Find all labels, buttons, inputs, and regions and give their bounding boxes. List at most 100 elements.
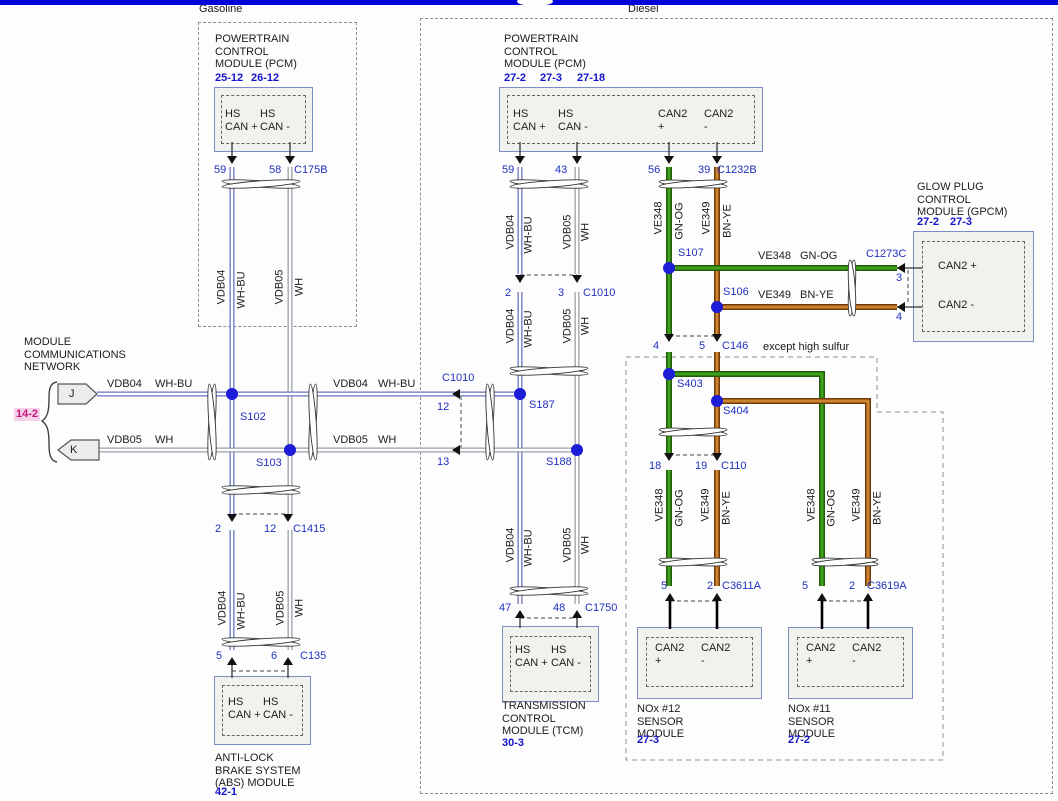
wire-label-gn-og: GN-OG <box>673 489 686 527</box>
abs-terminal-0: HS CAN + <box>228 696 261 721</box>
gpcm-terminal-0: CAN2 + <box>938 260 977 272</box>
wire-label-vdb05: VDB05 <box>561 308 574 344</box>
pin-c1273c-3: 3 <box>896 272 903 284</box>
nox11-terminal-1: CAN2 - <box>852 642 882 667</box>
wire-label-wh-bu: WH-BU <box>522 216 535 254</box>
connector-label-c135: C135 <box>300 650 327 662</box>
gpcm-terminal-1: CAN2 - <box>938 299 975 311</box>
wire-label-bn-ye: BN-YE <box>721 204 734 238</box>
pin-c110-18: 18 <box>649 460 662 472</box>
pin-c1010-3: 3 <box>558 287 565 299</box>
nox12-terminal-1: CAN2 - <box>701 642 731 667</box>
pin-c1232b-59: 59 <box>502 164 515 176</box>
pin-c135-6: 6 <box>271 650 278 662</box>
pcm-diesel-terminal-1: HS CAN - <box>558 108 588 133</box>
wire-label-bn-ye: BN-YE <box>720 491 733 525</box>
pin-c110-19: 19 <box>695 460 708 472</box>
pin-c146-4: 4 <box>653 340 660 352</box>
pin-c1415-12: 12 <box>264 523 277 535</box>
gpcm-title: GLOW PLUG CONTROL MODULE (GPCM) <box>917 181 1008 219</box>
gpcm-ref-1: 27-3 <box>950 216 973 228</box>
gpcm-ref-0: 27-2 <box>917 216 940 228</box>
connector-label-c1010-main: C1010 <box>442 372 475 384</box>
wire-label-wh: WH <box>579 222 592 242</box>
wire-label-gn-og: GN-OG <box>673 202 686 240</box>
abs-ref: 42-1 <box>215 786 238 798</box>
pcm-gasoline-ref-0: 25-12 <box>215 72 244 84</box>
pin-c3611a-2: 2 <box>707 580 714 592</box>
tcm-terminal-0: HS CAN + <box>515 644 548 669</box>
wire-label-vdb05: VDB05 <box>273 269 286 305</box>
wire-label-bn-ye: BN-YE <box>871 491 884 525</box>
pin-c1750-47: 47 <box>499 602 512 614</box>
splice-label-s187: S187 <box>529 399 555 411</box>
section-label-gasoline: Gasoline <box>199 3 243 15</box>
section-label-diesel: Diesel <box>628 3 659 15</box>
pcm-diesel-ref-2: 27-18 <box>577 72 606 84</box>
wire-label-gn-og: GN-OG <box>800 250 838 262</box>
pin-c175b-59: 59 <box>214 164 227 176</box>
wire-label-wh-bu: WH-BU <box>155 378 193 390</box>
plug-j-label: J <box>69 388 75 400</box>
pcm-gasoline-title: POWERTRAIN CONTROL MODULE (PCM) <box>215 33 297 71</box>
pin-c1010-12: 12 <box>437 401 450 413</box>
splice-label-s188: S188 <box>546 456 572 468</box>
pcm-gasoline-terminal-0: HS CAN + <box>225 108 258 133</box>
pin-c175b-58: 58 <box>269 164 282 176</box>
wire-label-vdb05: VDB05 <box>107 434 142 446</box>
connector-label-c175b: C175B <box>294 164 328 176</box>
wire-label-wh: WH <box>155 434 174 446</box>
pin-c3619a-2: 2 <box>849 580 856 592</box>
abs-box <box>214 676 311 745</box>
wire-label-vdb04: VDB04 <box>504 527 517 563</box>
connector-label-c1273c: C1273C <box>866 248 907 260</box>
wire-label-vdb04: VDB04 <box>107 378 142 390</box>
splice-label-s102: S102 <box>240 411 266 423</box>
wire-label-wh-bu: WH-BU <box>522 310 535 348</box>
note-except-high-sulfur: except high sulfur <box>763 341 850 353</box>
wire-label-wh-bu: WH-BU <box>235 592 248 630</box>
wire-label-wh: WH <box>378 434 397 446</box>
nox11-ref: 27-2 <box>788 734 811 746</box>
pin-c1232b-43: 43 <box>555 164 568 176</box>
pin-c1273c-4: 4 <box>896 311 903 323</box>
pin-c3619a-5: 5 <box>802 580 809 592</box>
wire-label-ve348: VE348 <box>758 250 792 262</box>
network-title: MODULE COMMUNICATIONS NETWORK <box>24 336 126 374</box>
wire-label-wh-bu: WH-BU <box>235 271 248 309</box>
wire-label-wh-bu: WH-BU <box>378 378 416 390</box>
pin-c1750-48: 48 <box>553 602 566 614</box>
abs-terminal-1: HS CAN - <box>263 696 293 721</box>
gpcm-inner-box <box>922 241 1025 332</box>
tcm-terminal-1: HS CAN - <box>551 644 581 669</box>
wire-label-ve349: VE349 <box>850 488 863 522</box>
splice-label-s103: S103 <box>256 457 282 469</box>
pcm-gasoline-ref-1: 26-12 <box>251 72 280 84</box>
page-top-bar-notch <box>517 0 553 6</box>
plug-j-shape <box>57 383 98 405</box>
nox12-ref: 27-3 <box>637 734 660 746</box>
pin-c1010-2: 2 <box>505 287 512 299</box>
pin-c3611a-5: 5 <box>661 580 668 592</box>
pin-c135-5: 5 <box>216 650 223 662</box>
pcm-diesel-ref-0: 27-2 <box>504 72 527 84</box>
pcm-diesel-title: POWERTRAIN CONTROL MODULE (PCM) <box>504 33 586 71</box>
wire-label-vdb04: VDB04 <box>216 590 229 626</box>
connector-label-c1750: C1750 <box>585 602 618 614</box>
pin-c1415-2: 2 <box>215 523 222 535</box>
connector-label-c1232b: C1232B <box>717 164 757 176</box>
wire-label-ve349: VE349 <box>758 289 792 301</box>
nox11-terminal-0: CAN2 + <box>806 642 836 667</box>
wire-label-wh: WH <box>293 277 306 297</box>
pcm-diesel-ref-1: 27-3 <box>540 72 563 84</box>
network-brace <box>40 381 58 463</box>
wire-label-ve348: VE348 <box>653 488 666 522</box>
pin-c1232b-56: 56 <box>648 164 661 176</box>
wire-label-vdb05: VDB05 <box>274 590 287 626</box>
wire-label-bn-ye: BN-YE <box>800 289 834 301</box>
wire-label-ve348: VE348 <box>652 201 665 235</box>
nox12-terminal-0: CAN2 + <box>655 642 685 667</box>
abs-title: ANTI-LOCK BRAKE SYSTEM (ABS) MODULE <box>215 752 301 790</box>
connector-label-c1415: C1415 <box>293 523 326 535</box>
